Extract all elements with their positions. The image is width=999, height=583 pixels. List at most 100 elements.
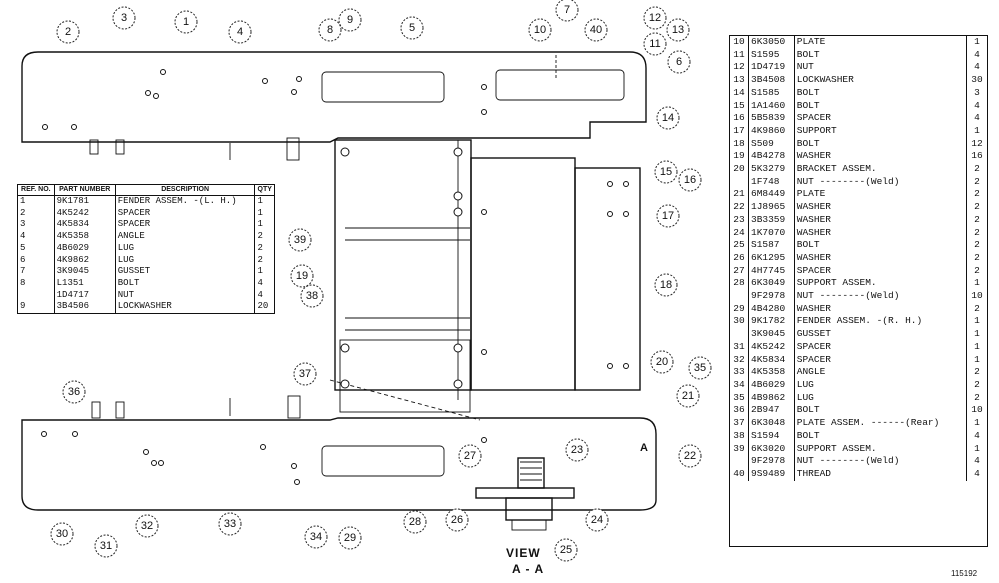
part-number-cell: 3K9045 xyxy=(748,328,795,341)
ref-cell: 3 xyxy=(18,219,55,232)
callout-21: 21 xyxy=(676,384,700,408)
part-number-cell: 1J8965 xyxy=(748,201,795,214)
qty-cell: 4 xyxy=(974,455,980,467)
callout-label: 24 xyxy=(591,514,603,526)
description-cell: BOLT xyxy=(794,99,968,113)
qty-cell: 1 xyxy=(974,315,980,327)
qty-cell: 16 xyxy=(971,150,983,162)
callout-label: 6 xyxy=(676,56,682,68)
qty-cell: 2 xyxy=(974,264,980,276)
callout-25: 25 xyxy=(554,538,578,562)
part-number-cell: 1D4717 xyxy=(54,289,116,302)
description-cell: NUT --------(Weld) xyxy=(794,175,968,189)
callout-5: 5 xyxy=(400,16,424,40)
qty-cell: 3 xyxy=(974,86,980,98)
part-number-cell: 4K5834 xyxy=(54,219,116,232)
callout-label: 28 xyxy=(409,516,421,528)
part-number-cell: S1595 xyxy=(748,48,795,62)
description-cell: WASHER xyxy=(794,213,968,227)
qty-cell: 1 xyxy=(974,417,980,429)
part-number-cell: 9F2978 xyxy=(748,290,795,303)
description-cell: BRACKET ASSEM. xyxy=(794,163,968,176)
callout-label: 32 xyxy=(141,520,153,532)
description-cell: SPACER xyxy=(794,112,968,125)
qty-cell: 2 xyxy=(974,378,980,390)
ref-cell: 24 xyxy=(730,226,749,240)
qty-cell: 2 xyxy=(974,302,980,314)
section-marker: A xyxy=(640,442,649,454)
callout-23: 23 xyxy=(565,438,589,462)
qty-cell: 1 xyxy=(974,328,980,340)
part-number-cell: 9S9489 xyxy=(748,467,795,481)
table-row: 1F748 NUT --------(Weld)2 xyxy=(730,175,987,189)
ref-cell: 26 xyxy=(730,251,749,265)
lower-fender xyxy=(21,395,657,511)
callout-label: 17 xyxy=(662,210,674,222)
part-number-cell: 1F748 xyxy=(748,175,795,189)
callout-8: 8 xyxy=(318,18,342,42)
description-cell: PLATE ASSEM. ------(Rear) xyxy=(794,417,968,430)
part-number-cell: 4H7745 xyxy=(748,264,795,278)
ref-cell: 16 xyxy=(730,112,749,125)
ref-cell: 18 xyxy=(730,137,749,151)
part-number-cell: 4B4278 xyxy=(748,150,795,164)
callout-label: 14 xyxy=(662,112,674,124)
ref-cell: 2 xyxy=(18,207,55,220)
qty-cell: 2 xyxy=(974,213,980,225)
callout-22: 22 xyxy=(678,444,702,468)
part-number-cell: 6M8449 xyxy=(748,188,795,202)
callout-3: 3 xyxy=(112,6,136,30)
part-number-cell: 4K9862 xyxy=(54,254,116,267)
callout-label: 37 xyxy=(299,368,311,380)
ref-cell: 32 xyxy=(730,353,749,367)
qty-cell: 2 xyxy=(974,188,980,200)
ref-cell: 34 xyxy=(730,378,749,392)
ref-cell: 38 xyxy=(730,429,749,443)
qty-cell: 1 xyxy=(974,442,980,454)
ref-cell: 37 xyxy=(730,417,749,430)
ref-cell: 35 xyxy=(730,391,749,405)
view-a-a-detail xyxy=(475,457,575,531)
qty-cell: 1 xyxy=(974,353,980,365)
qty-cell: 1 xyxy=(974,124,980,136)
description-cell: GUSSET xyxy=(115,266,256,278)
qty-cell: 2 xyxy=(974,391,980,403)
description-cell: BOLT xyxy=(794,86,968,100)
ref-cell: 8 xyxy=(18,277,55,290)
callout-31: 31 xyxy=(94,534,118,558)
callout-36: 36 xyxy=(62,380,86,404)
ref-cell xyxy=(730,290,749,303)
qty-cell: 20 xyxy=(257,301,269,312)
callout-15: 15 xyxy=(654,160,678,184)
qty-cell: 4 xyxy=(974,429,980,441)
ref-cell: 12 xyxy=(730,61,749,75)
part-number-cell: 4B9862 xyxy=(748,391,795,405)
callout-7: 7 xyxy=(555,0,579,22)
callout-label: 30 xyxy=(56,528,68,540)
callout-17: 17 xyxy=(656,204,680,228)
qty-cell: 4 xyxy=(974,48,980,60)
description-cell: PLATE xyxy=(794,36,968,49)
description-cell: ANGLE xyxy=(115,231,256,243)
part-number-cell: 3B3359 xyxy=(748,213,795,227)
callout-37: 37 xyxy=(293,362,317,386)
description-cell: LOCKWASHER xyxy=(794,74,968,87)
description-cell: WASHER xyxy=(794,226,968,240)
ref-cell: 36 xyxy=(730,404,749,418)
callout-26: 26 xyxy=(445,508,469,532)
figure-number: 115192 xyxy=(951,569,978,578)
